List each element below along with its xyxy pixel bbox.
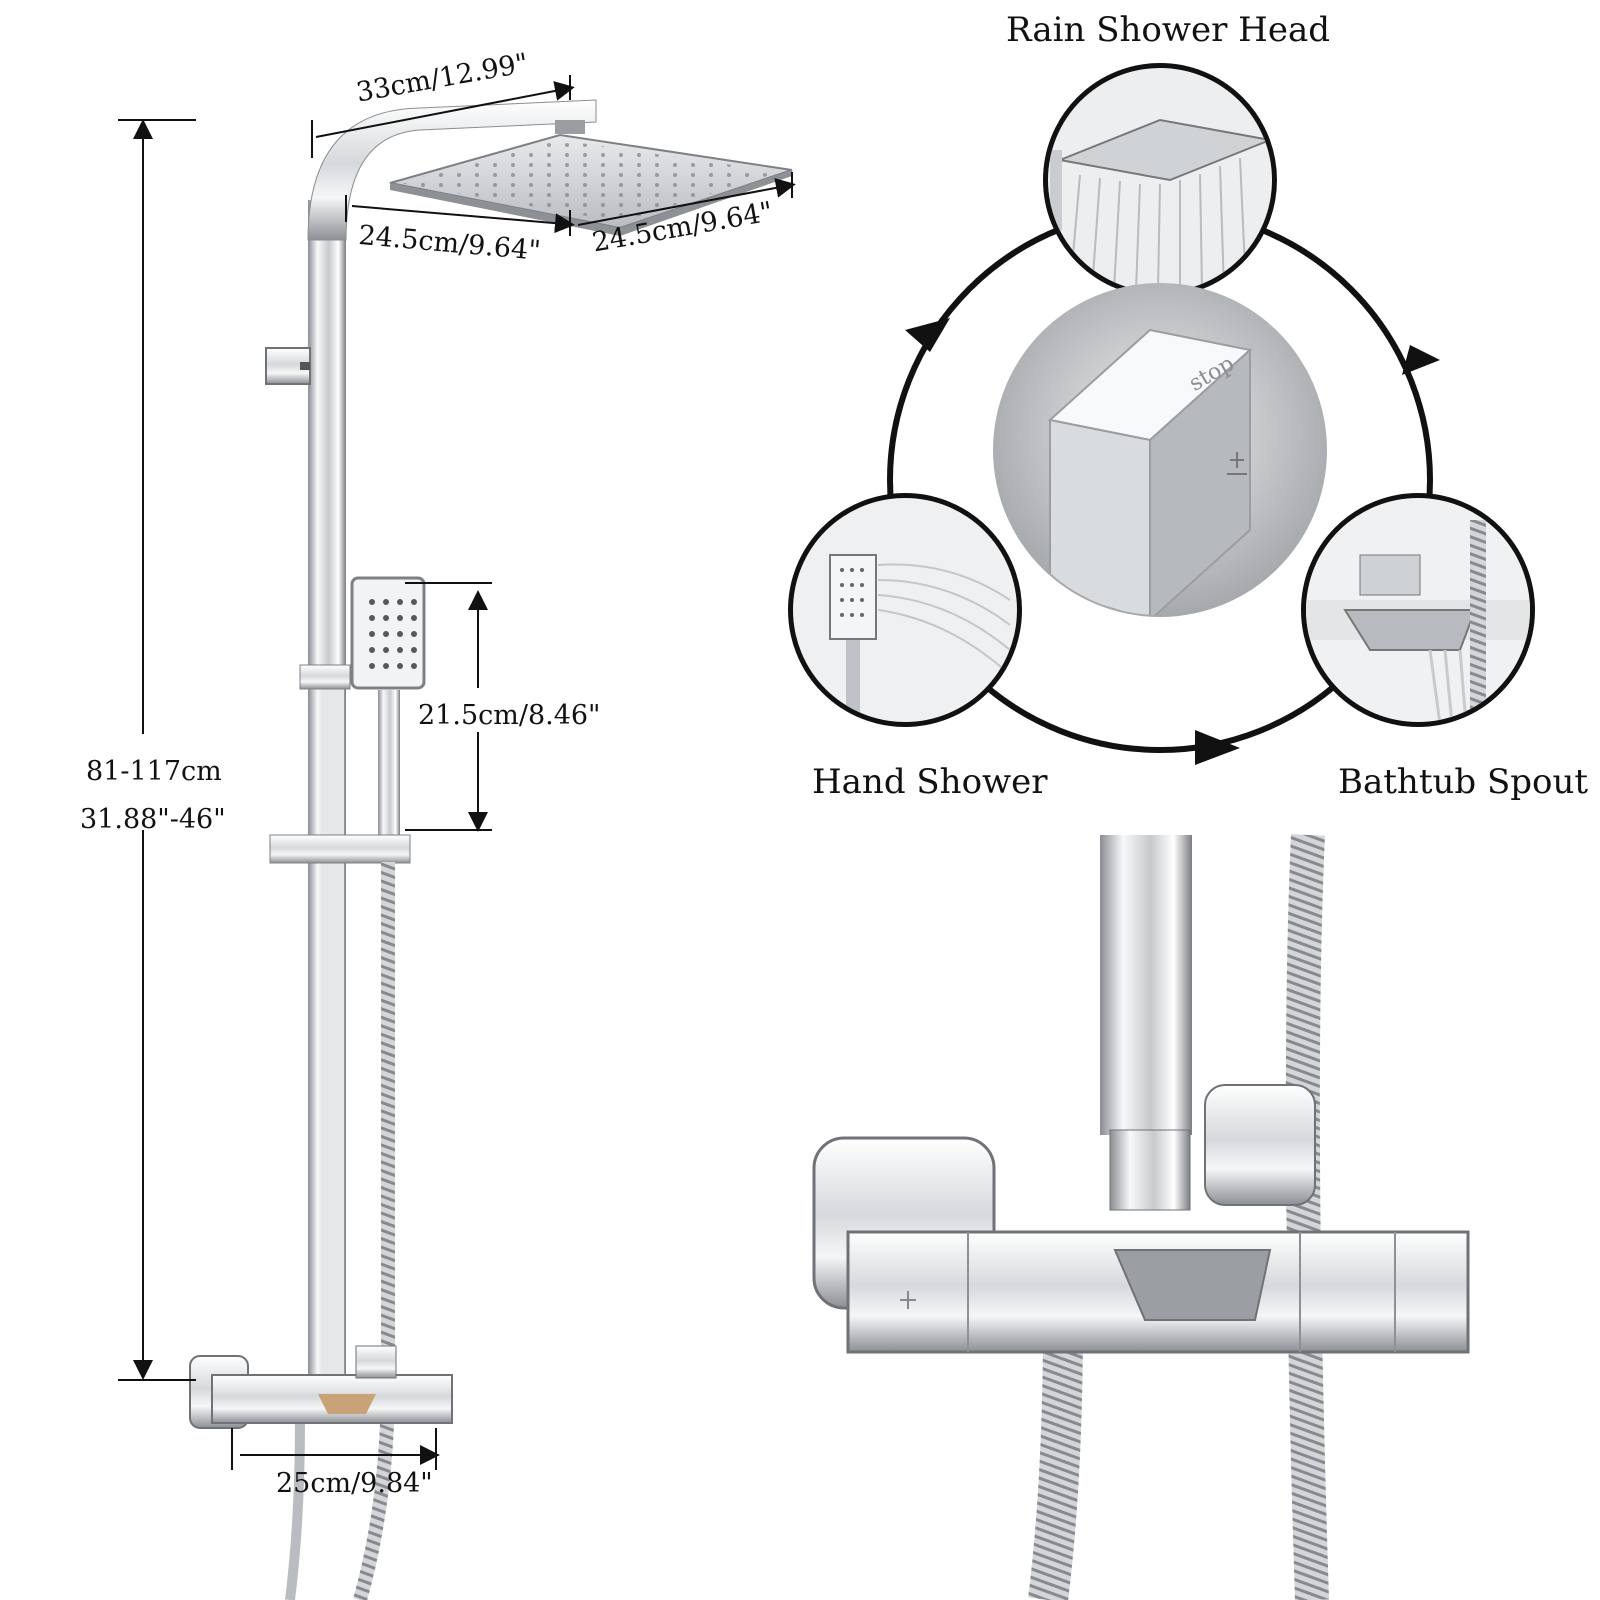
mode-cycle-diagram [788, 63, 1535, 765]
hand-shower-length-label: 21.5cm/8.46" [418, 700, 601, 731]
slider-holder [269, 834, 411, 864]
cycle-arrow-right [1402, 345, 1440, 375]
valve-width-label: 25cm/9.84" [276, 1468, 433, 1499]
shower-system-drawing [189, 99, 793, 1600]
closeup-hose-right [1285, 834, 1329, 1600]
height-in-label: 31.88"-46" [80, 804, 226, 835]
closeup-spout [1113, 1249, 1272, 1321]
closeup-hose-bottom [1028, 1319, 1083, 1600]
bathtub-spout-caption: Bathtub Spout [1338, 762, 1589, 802]
hand-shower-handle [378, 690, 400, 840]
cycle-arrow-bottom [1195, 730, 1240, 765]
cycle-arrow-left [905, 318, 950, 352]
height-cm-label: 81-117cm [86, 756, 222, 787]
rain-shower-head-caption: Rain Shower Head [1006, 10, 1330, 50]
closeup-riser [1100, 835, 1192, 1135]
valve-closeup [812, 834, 1470, 1600]
dimension-lines [118, 75, 796, 1470]
riser-arm [307, 99, 597, 241]
hand-shower-caption: Hand Shower [812, 762, 1048, 802]
